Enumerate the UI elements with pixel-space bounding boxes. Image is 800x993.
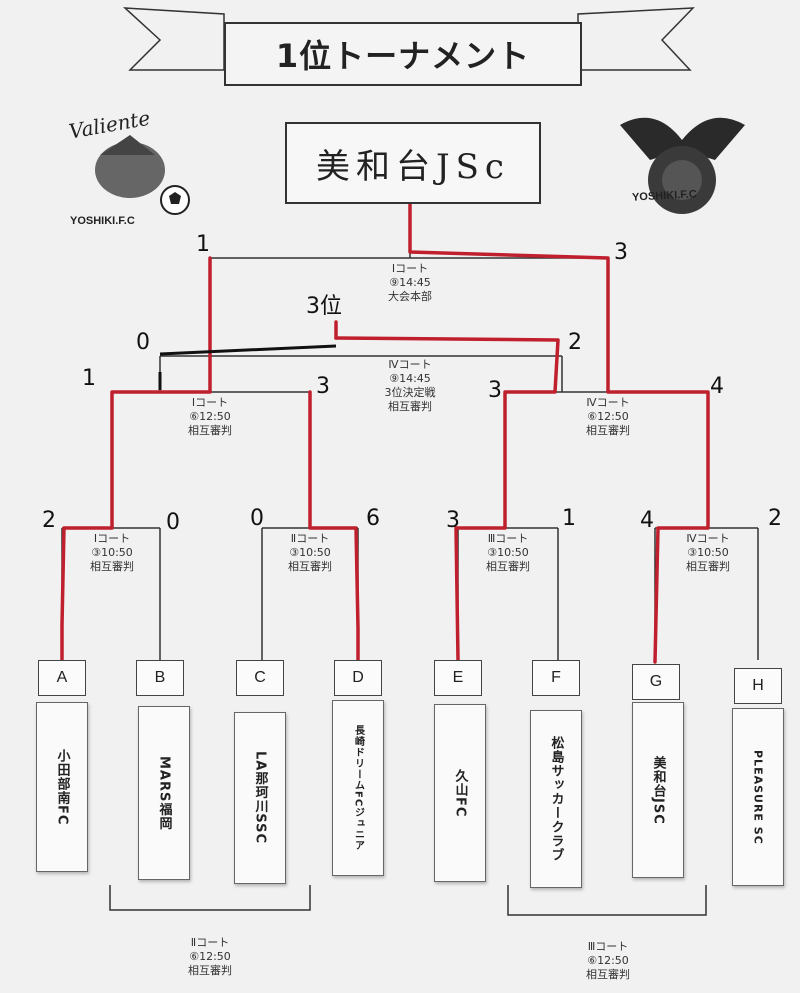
score-semi-right-right: 4 <box>710 374 724 399</box>
consol-right-bracket <box>507 885 707 916</box>
score-semi-right-left: 3 <box>488 378 502 403</box>
team-name-c: LA那珂川SSC <box>252 751 268 845</box>
title-ribbon-left <box>122 7 225 71</box>
score-final-right: 3 <box>614 240 628 265</box>
team-slip-f: 松島サッカークラブ <box>530 710 582 888</box>
team-slip-h: PLEASURE SC <box>732 708 784 886</box>
score-final-left: 1 <box>196 232 210 257</box>
valiente-logo: Valiente <box>60 100 200 230</box>
page-title: 1位トーナメント <box>224 22 582 86</box>
yoshiki-logo <box>615 105 750 220</box>
team-letter-b: B <box>136 660 184 696</box>
third-loser-mark <box>159 344 337 356</box>
team-slip-a: 小田部南FC <box>36 702 88 872</box>
win-path-e <box>334 336 560 662</box>
team-name-a: 小田部南FC <box>54 748 70 826</box>
team-letter-f: F <box>532 660 580 696</box>
champion-box: 美和台JSc <box>285 122 541 204</box>
score-g: 4 <box>640 508 654 533</box>
left-logo-text: YOSHIKI.F.C <box>70 215 135 227</box>
team-name-b: MARS福岡 <box>156 755 172 831</box>
team-name-f: 松島サッカークラブ <box>548 736 564 862</box>
team-slip-e: 久山FC <box>434 704 486 882</box>
score-f: 1 <box>562 506 576 531</box>
score-third-left: 0 <box>136 330 150 355</box>
win-path-g <box>408 198 710 664</box>
team-slip-c: LA那珂川SSC <box>234 712 286 884</box>
team-letter-a: A <box>38 660 86 696</box>
team-letter-c: C <box>236 660 284 696</box>
team-letter-d: D <box>334 660 382 696</box>
team-name-d: 長崎ドリームFCジュニア <box>352 724 364 852</box>
team-slip-d: 長崎ドリームFCジュニア <box>332 700 384 876</box>
win-path-a <box>60 256 212 662</box>
team-letter-e: E <box>434 660 482 696</box>
title-ribbon-right <box>577 7 695 71</box>
logo-script: Valiente <box>67 106 152 144</box>
team-name-h: PLEASURE SC <box>751 749 765 845</box>
team-name-e: 久山FC <box>452 768 468 818</box>
score-b: 0 <box>166 510 180 535</box>
score-a: 2 <box>42 508 56 533</box>
win-path-d <box>308 390 360 662</box>
score-semi-left-left: 1 <box>82 366 96 391</box>
score-e: 3 <box>446 508 460 533</box>
third-place-mark: 3位 <box>306 294 342 319</box>
score-h: 2 <box>768 506 782 531</box>
team-letter-g: G <box>632 664 680 700</box>
team-slip-g: 美和台JSC <box>632 702 684 878</box>
team-slip-b: MARS福岡 <box>138 706 190 880</box>
consol-left-bracket <box>109 885 311 911</box>
score-d: 6 <box>366 506 380 531</box>
team-letter-h: H <box>734 668 782 704</box>
score-c: 0 <box>250 506 264 531</box>
team-name-g: 美和台JSC <box>650 755 666 825</box>
score-semi-left-right: 3 <box>316 374 330 399</box>
score-third-right: 2 <box>568 330 582 355</box>
